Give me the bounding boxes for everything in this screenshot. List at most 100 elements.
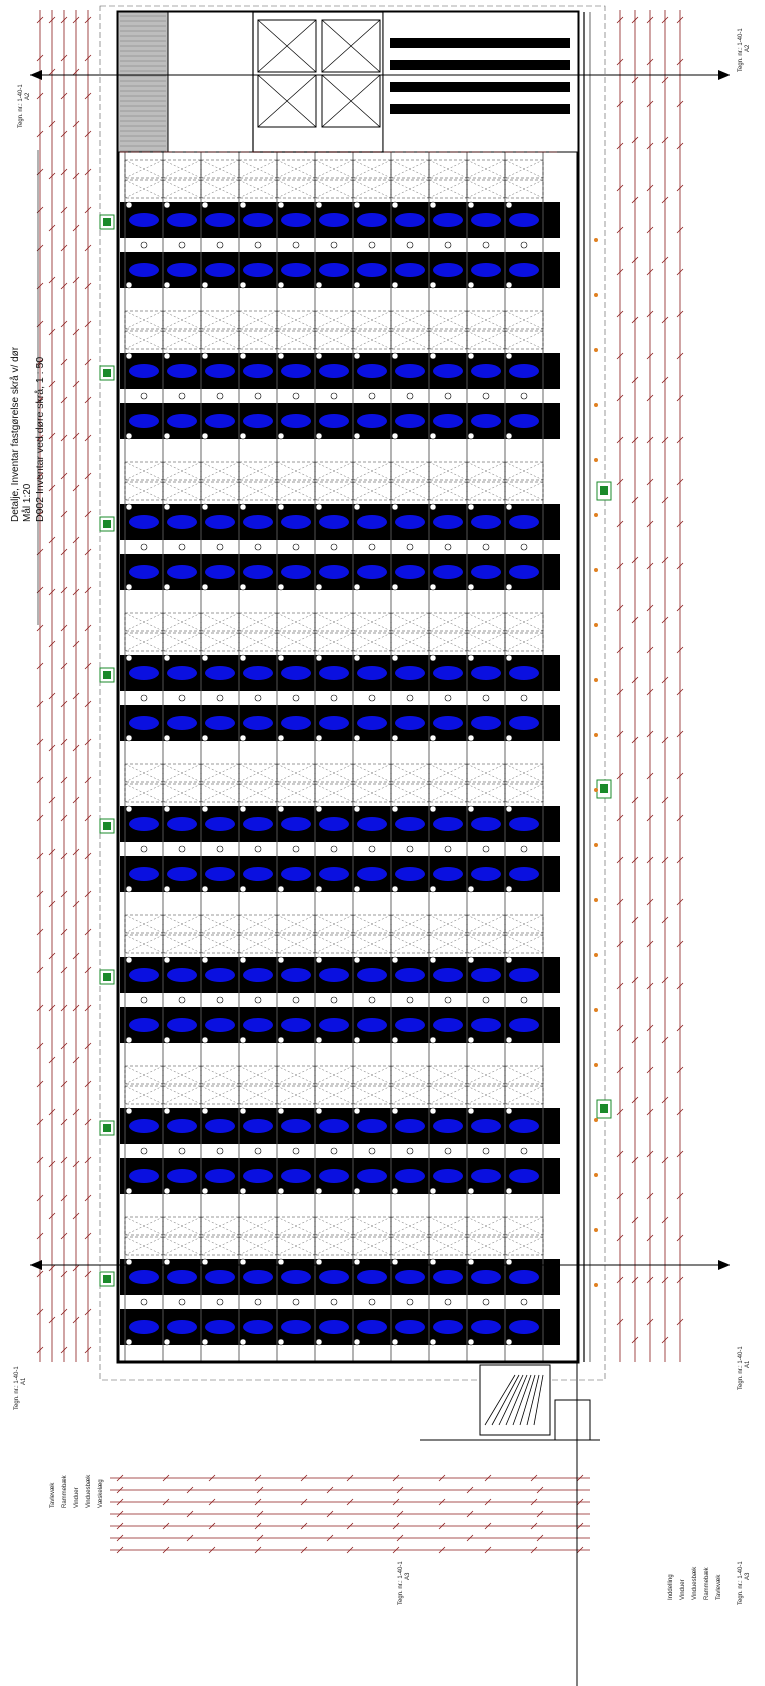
equipment-blue: [129, 968, 159, 982]
equipment-blue: [433, 716, 463, 730]
dimension-tick: [346, 1522, 354, 1530]
dimension-tick: [616, 310, 624, 318]
dimension-tick: [208, 1474, 216, 1482]
bollard-marker: [277, 734, 285, 742]
bollard-marker: [125, 805, 133, 813]
dimension-tick: [646, 1066, 654, 1074]
dimension-tick: [631, 856, 639, 864]
equipment-blue: [205, 666, 235, 680]
dimension-tick: [84, 1308, 92, 1316]
storage-cross: [200, 1065, 240, 1085]
dimension-tick: [36, 130, 44, 138]
storage-cross: [314, 310, 354, 330]
orange-marker: [594, 623, 598, 627]
storage-cross: [276, 914, 316, 934]
equipment-blue: [357, 515, 387, 529]
dimension-tick: [162, 1546, 170, 1554]
equipment-blue: [357, 817, 387, 831]
dimension-tick: [72, 1056, 80, 1064]
bollard-marker: [201, 1187, 209, 1195]
dimension-tick: [661, 676, 669, 684]
bollard-marker: [315, 1107, 323, 1115]
aisle-marker: [520, 996, 528, 1004]
aisle-marker: [330, 543, 338, 551]
storage-cross: [200, 612, 240, 632]
equipment-blue: [509, 867, 539, 881]
dimension-tick: [60, 1346, 68, 1354]
storage-cross: [352, 159, 392, 179]
dimension-tick: [631, 1156, 639, 1164]
storage-cross: [428, 159, 468, 179]
equipment-blue: [395, 414, 425, 428]
dimension-tick: [438, 1546, 446, 1554]
dimension-tick: [72, 536, 80, 544]
equipment-blue: [395, 1320, 425, 1334]
storage-cross: [390, 1085, 430, 1105]
dimension-tick: [84, 586, 92, 594]
aisle-marker: [216, 694, 224, 702]
storage-cross: [124, 914, 164, 934]
dimension-tick: [616, 16, 624, 24]
aisle-marker: [444, 694, 452, 702]
dimension-tick: [60, 1270, 68, 1278]
bollard-marker: [505, 1036, 513, 1044]
equipment-blue: [433, 817, 463, 831]
storage-cross: [352, 1236, 392, 1256]
aisle-marker: [520, 241, 528, 249]
bollard-marker: [315, 805, 323, 813]
equipment-blue: [433, 1119, 463, 1133]
dimension-tick: [84, 814, 92, 822]
storage-cross: [428, 1085, 468, 1105]
equipment-blue: [167, 565, 197, 579]
dimension-tick: [60, 510, 68, 518]
dimension-tick: [84, 852, 92, 860]
emergency-exit-sign-icon: [103, 369, 111, 377]
equipment-blue: [281, 1320, 311, 1334]
equipment-blue: [471, 1018, 501, 1032]
storage-cross: [124, 1085, 164, 1105]
equipment-blue: [243, 716, 273, 730]
dimension-tick: [676, 142, 684, 150]
bollard-marker: [353, 1258, 361, 1266]
section-arrow-icon: [30, 1260, 42, 1270]
dimension-tick: [84, 1004, 92, 1012]
storage-cross: [352, 310, 392, 330]
storage-cross: [504, 783, 544, 803]
equipment-blue: [395, 968, 425, 982]
aisle-marker: [216, 543, 224, 551]
bollard-marker: [315, 885, 323, 893]
dimension-tick: [661, 736, 669, 744]
dimension-tick: [60, 1308, 68, 1316]
bollard-marker: [163, 1187, 171, 1195]
dimension-tick: [60, 776, 68, 784]
bollard-marker: [505, 885, 513, 893]
storage-cross: [162, 783, 202, 803]
equipment-blue: [357, 867, 387, 881]
storage-cross: [352, 783, 392, 803]
dimension-tick: [60, 206, 68, 214]
equipment-blue: [357, 364, 387, 378]
aisle-marker: [406, 241, 414, 249]
bollard-marker: [429, 583, 437, 591]
dimension-tick: [616, 184, 624, 192]
dimension-tick: [616, 1234, 624, 1242]
equipment-blue: [281, 1119, 311, 1133]
equipment-blue: [319, 263, 349, 277]
equipment-blue: [281, 565, 311, 579]
bollard-marker: [429, 885, 437, 893]
storage-cross: [390, 934, 430, 954]
storage-cross: [352, 461, 392, 481]
dimension-tick: [72, 744, 80, 752]
bollard-marker: [353, 352, 361, 360]
storage-cross: [238, 612, 278, 632]
section-arrow-icon: [718, 70, 730, 80]
dimension-tick: [116, 1510, 124, 1518]
dimension-tick: [576, 1474, 584, 1482]
storage-cross: [200, 763, 240, 783]
aisle-marker: [254, 241, 262, 249]
dimension-tick: [616, 730, 624, 738]
storage-cross: [276, 763, 316, 783]
bollard-marker: [353, 1187, 361, 1195]
equipment-blue: [433, 1270, 463, 1284]
bollard-marker: [467, 885, 475, 893]
